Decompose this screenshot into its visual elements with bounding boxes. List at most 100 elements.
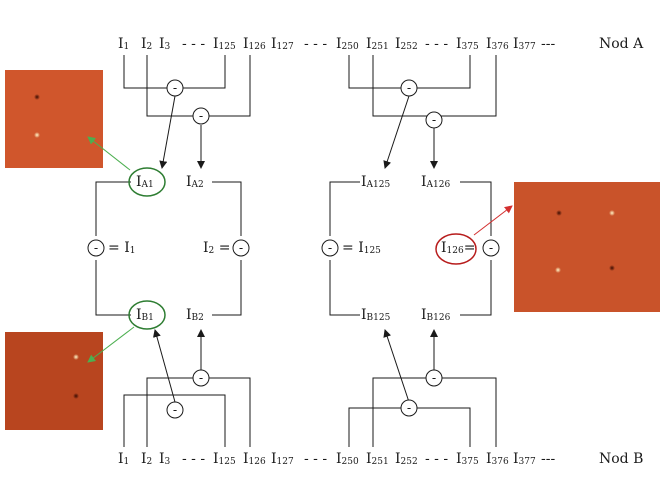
label-base: I [243,451,249,467]
label-subscript: 1 [123,457,130,467]
label-subscript: 127 [276,42,294,52]
node-label-b1: IB1 [136,308,154,323]
label-base: I [141,451,147,467]
label-base: I [456,36,462,52]
equation-suffix: = [214,240,231,256]
equation-i125: = I125 [342,241,381,256]
label-base: I [141,36,147,52]
minus-sign: - [199,109,203,123]
label-subscript: A2 [191,180,204,190]
frame-label: I2 [141,36,153,52]
frame-label: - - - [304,452,327,466]
frame-label: - - - [182,37,205,51]
label-subscript: 126 [446,246,464,256]
label-base: - - - [182,36,206,52]
label-base: I [159,451,165,467]
label-subscript: A126 [426,180,451,190]
frame-label: I2 [141,451,152,467]
frame-label: I250 [336,452,359,467]
frame-label: I375 [456,36,479,52]
subtract-op-mid-left-2: - [232,239,250,257]
highlight-ring-a1 [128,167,166,197]
arrow-to-top-image [87,136,131,171]
label-subscript: 252 [400,457,418,467]
label-base: I [118,451,124,467]
subtract-op-mid-left-1: - [87,239,105,257]
frame-label: I1 [118,451,130,467]
svg-text:-: - [407,81,411,95]
label-subscript: 1 [129,246,136,256]
frame-label: I3 [159,37,170,52]
subtract-op-top-left-1: - [166,79,184,97]
middle-right-box-lines [329,181,492,316]
thumbnail-image-top-left [5,70,103,168]
frame-label: - - - [425,37,448,51]
nod-a-label: Nod A [599,36,644,52]
subtract-op-top-right-2: - [425,111,443,129]
frame-label: I1 [118,37,130,52]
equation-prefix: = [108,240,125,256]
label-base: I [186,174,192,190]
thumbnail-image-bottom-left [5,332,103,430]
label-base: - - - [425,36,449,52]
label-base: I [271,36,277,52]
label-base: I [336,36,342,52]
label-base: I [366,36,372,52]
label-subscript: 375 [461,457,479,467]
node-label-a125: IA125 [361,175,391,190]
middle-left-box-lines [95,181,242,316]
equation-i2: I2 = [203,240,231,256]
frame-label: I3 [159,451,171,467]
svg-text:-: - [173,403,177,417]
label-subscript: A125 [366,180,391,190]
subtract-op-mid-right-2: - [482,239,500,257]
label-base: I [395,451,401,467]
subtract-op-bottom-left-1: - [166,401,184,419]
subtract-op-top-right-1: - [400,79,418,97]
label-subscript: 376 [491,42,509,52]
label-subscript: 251 [371,457,389,467]
label-base: --- [541,451,556,467]
label-base: - - - [182,451,206,467]
frame-label: I250 [336,36,359,52]
label-base: I [213,36,219,52]
label-subscript: 2 [146,42,153,52]
label-base: I [421,307,427,323]
label-subscript: 3 [164,457,171,467]
frame-label: I252 [395,37,418,52]
label-subscript: B1 [141,313,154,323]
arrow-to-bottom-image [87,326,135,363]
label-base: I [456,451,462,467]
frame-label: - - - [304,37,327,51]
frame-label: - - - [182,452,205,466]
equation-suffix: = [463,240,476,256]
label-base: I [513,451,519,467]
label-subscript: 1 [123,42,130,52]
label-subscript: 252 [400,42,418,52]
frame-label: I377 [513,37,536,52]
top-right-subtraction-lines [348,55,497,169]
frame-label: I127 [271,452,294,467]
label-base: I [136,174,142,190]
label-subscript: 250 [341,42,359,52]
subtract-op-bottom-right-2: - [425,369,443,387]
top-left-subtraction-lines [123,55,251,169]
frame-label: I126 [243,37,266,52]
label-base: I [421,174,427,190]
label-base: I [366,451,372,467]
node-label-a126: IA126 [421,174,451,190]
frame-label: I125 [213,36,236,52]
arrow-to-right-image [473,205,513,236]
frame-label: I125 [213,452,236,467]
frame-label: I252 [395,451,418,467]
label-subscript: 2 [208,246,215,256]
thumbnail-image-right [514,182,660,312]
minus-sign: - [173,81,177,95]
node-label-a1: IA1 [136,174,154,190]
svg-text:-: - [432,113,436,127]
label-subscript: 125 [218,42,236,52]
frame-label: --- [541,37,555,51]
frame-label: I251 [366,451,389,467]
frame-label: I377 [513,451,536,467]
